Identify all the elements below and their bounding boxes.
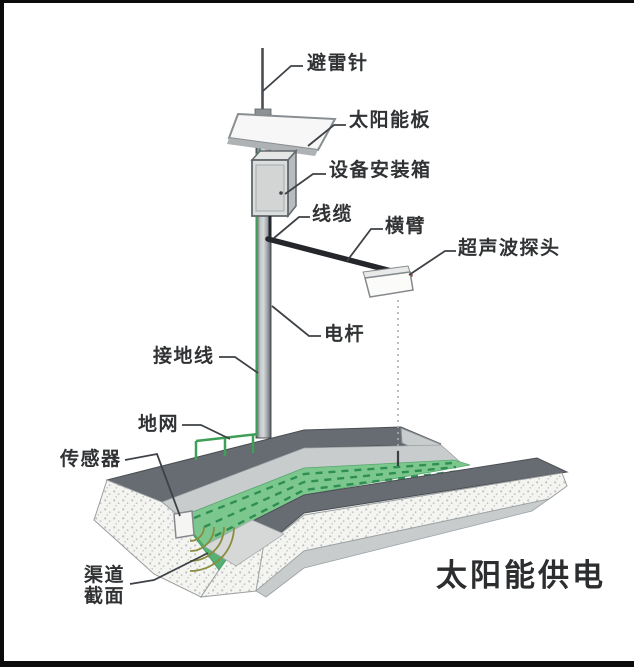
probe-body	[364, 271, 414, 298]
pointer-pole	[271, 305, 321, 337]
pointer-channel-section	[129, 552, 209, 585]
equipment-box-door	[255, 164, 285, 212]
pointer-ground-grid	[182, 424, 231, 440]
pointer-solar-panel	[307, 124, 346, 147]
label-lightning-rod: 避雷针	[307, 53, 369, 74]
label-channel-section-line1: 渠道	[84, 565, 126, 586]
near-bank-outer-wall	[255, 498, 550, 598]
pointer-cable	[273, 216, 310, 239]
label-channel-section-line2: 截面	[84, 586, 126, 608]
pointer-cross-arm	[346, 228, 383, 262]
pointer-grounding-wire	[219, 356, 259, 374]
label-ultrasonic-probe: 超声波探头	[458, 238, 561, 259]
label-equipment-box: 设备安装箱	[329, 160, 432, 181]
pointer-lightning-rod	[262, 65, 303, 92]
label-sensor: 传感器	[60, 449, 122, 470]
label-solar-panel: 太阳能板	[349, 110, 432, 131]
label-channel-section: 渠道 截面	[84, 565, 138, 608]
solar-water-level-diagram	[93, 48, 569, 598]
sensor-box	[173, 510, 195, 539]
label-pole: 电杆	[324, 324, 366, 345]
pointer-sensor	[124, 452, 181, 517]
label-ground-grid: 地网	[138, 414, 180, 435]
water-dash-texture	[193, 461, 461, 538]
equipment-box	[250, 149, 298, 219]
ultrasonic-probe	[362, 265, 414, 298]
pointer-equipment-box	[284, 173, 326, 195]
caption-solar-power: 太阳能供电	[436, 558, 606, 593]
cross-arm	[265, 236, 406, 277]
equipment-box-knob	[279, 191, 283, 195]
label-grounding-wire: 接地线	[153, 346, 215, 367]
pointer-ultrasonic-probe	[408, 250, 456, 276]
channel	[93, 426, 569, 598]
equipment-box-side	[287, 149, 297, 219]
label-cable: 线缆	[312, 204, 354, 225]
sonar-waves	[189, 526, 235, 572]
pointer-lines	[124, 65, 456, 585]
label-cross-arm: 横臂	[385, 216, 427, 237]
